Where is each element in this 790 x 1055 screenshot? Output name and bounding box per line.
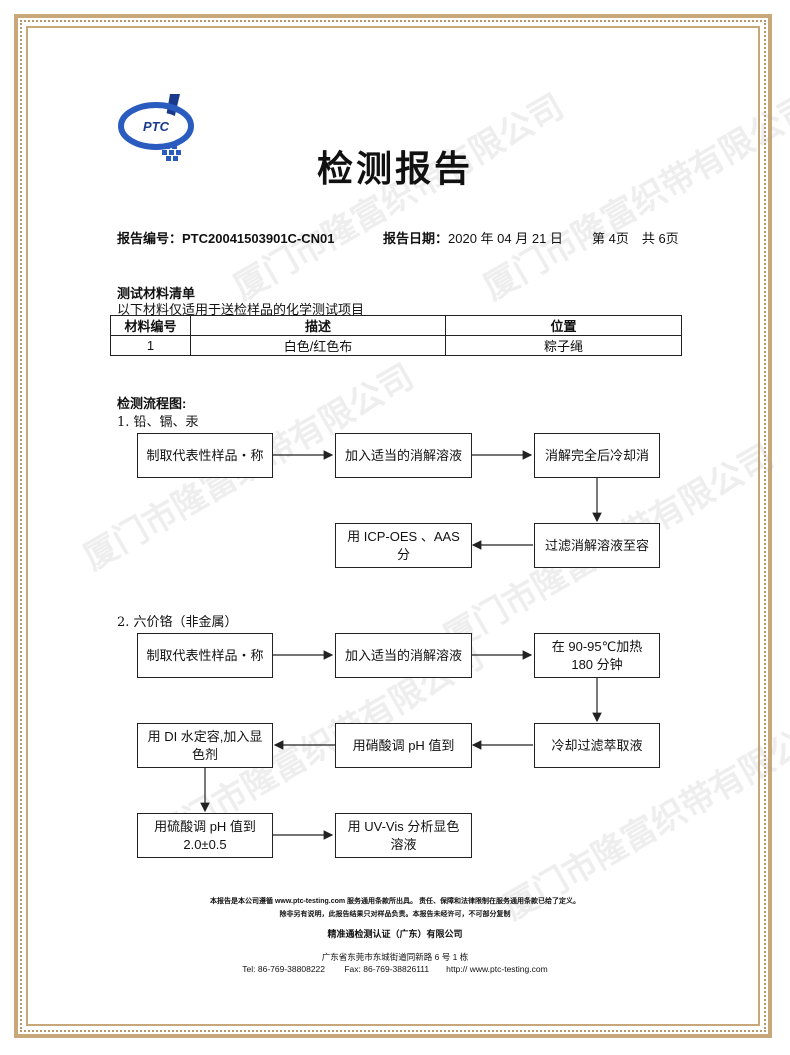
report-number-value: PTC20041503901C-CN01 xyxy=(182,231,335,246)
footer-contact: Tel: 86-769-38808222 Fax: 86-769-3882611… xyxy=(242,964,548,974)
table-row: 1 白色/红色布 粽子绳 xyxy=(110,335,682,356)
col-header-id: 材料编号 xyxy=(110,315,191,336)
report-date: 报告日期：2020 年 04 月 21 日 xyxy=(383,228,563,247)
flow1-step-analyze: 用 ICP-OES 、AAS 分 xyxy=(335,523,472,568)
cell-location: 粽子绳 xyxy=(445,335,682,356)
flow2-step-cool-filter: 冷却过滤萃取液 xyxy=(534,723,660,768)
flow2-step-uv-vis: 用 UV-Vis 分析显色 溶液 xyxy=(335,813,472,858)
flow-section1-heading: 1. 铅、镉、汞 xyxy=(117,415,199,430)
report-date-value: 2020 年 04 月 21 日 xyxy=(448,231,563,246)
flow2-step-sample: 制取代表性样品・称 xyxy=(137,633,273,678)
flow2-step-nitric-ph: 用硝酸调 pH 值到 xyxy=(335,723,472,768)
materials-title: 测试材料清单 xyxy=(117,286,196,301)
flow1-step-filter: 过滤消解溶液至容 xyxy=(534,523,660,568)
page-title: 检测报告 xyxy=(316,148,473,189)
flow2-step-sulfuric-ph: 用硫酸调 pH 值到 2.0±0.5 xyxy=(137,813,273,858)
materials-subtitle: 以下材料仅适用于送检样品的化学测试项目 xyxy=(117,303,365,318)
footer-terms: 本报告是本公司遵循 www.ptc-testing.com 服务通用条款所出具。… xyxy=(210,898,580,905)
frame-outer xyxy=(14,14,772,1038)
flow1-step-cool: 消解完全后冷却消 xyxy=(534,433,660,478)
page-number: 第 4页 共 6页 xyxy=(592,231,679,246)
logo-text: PTC xyxy=(143,119,170,134)
flow2-step-heat: 在 90-95℃加热 180 分钟 xyxy=(534,633,660,678)
materials-table: 材料编号 描述 位置 1 白色/红色布 粽子绳 xyxy=(110,315,682,356)
flow1-step-add-digestion: 加入适当的消解溶液 xyxy=(335,433,472,478)
report-number-label: 报告编号： xyxy=(117,231,183,246)
flow-title: 检测流程图: xyxy=(117,396,187,411)
cell-id: 1 xyxy=(110,335,191,356)
table-header-row: 材料编号 描述 位置 xyxy=(110,315,682,336)
footer-company: 精准通检测认证（广东）有限公司 xyxy=(327,929,463,939)
frame-inner xyxy=(26,26,760,1026)
report-number: 报告编号：PTC20041503901C-CN01 xyxy=(117,228,335,247)
report-date-label: 报告日期： xyxy=(383,231,449,246)
flow-section2-heading: 2. 六价铬（非金属） xyxy=(117,615,238,630)
footer-address: 广东省东莞市东城街道同新路 6 号 1 栋 xyxy=(321,952,469,962)
frame-dotted xyxy=(20,20,766,1032)
ptc-logo: PTC xyxy=(118,94,194,161)
footer-disclaimer: 除非另有说明，此报告结果只对样品负责。本报告未经许可，不可部分复制 xyxy=(279,911,511,918)
flow1-step-sample: 制取代表性样品・称 xyxy=(137,433,273,478)
flow2-step-di-water: 用 DI 水定容,加入显 色剂 xyxy=(137,723,273,768)
flow2-step-add-digestion: 加入适当的消解溶液 xyxy=(335,633,472,678)
